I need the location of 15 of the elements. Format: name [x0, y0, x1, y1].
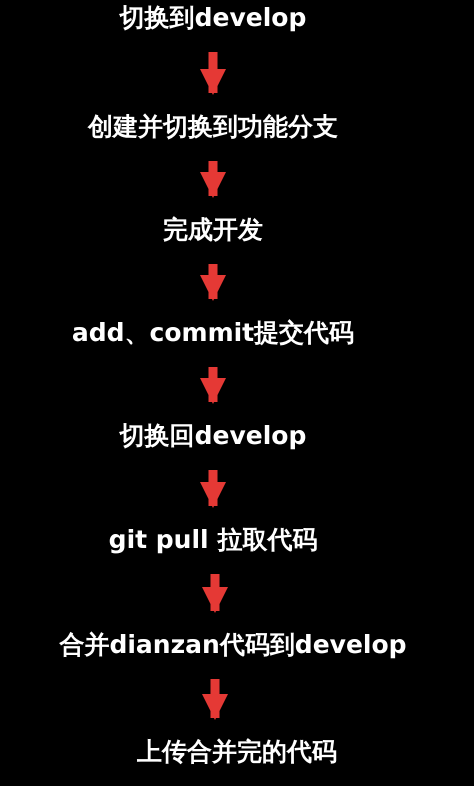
arrow: [200, 470, 226, 508]
step-text: git pull 拉取代码: [104, 506, 322, 574]
step-text: 合并dianzan代码到develop: [55, 611, 411, 679]
step-text: 切换回develop: [116, 402, 310, 470]
step-text: add、commit提交代码: [68, 299, 358, 367]
step-text: 完成开发: [159, 196, 267, 264]
step-text: 创建并切换到功能分支: [84, 93, 342, 161]
arrow: [202, 679, 228, 720]
arrow: [200, 367, 226, 404]
arrow: [200, 264, 226, 301]
arrow: [200, 52, 226, 95]
arrow: [200, 161, 226, 198]
step-text: 切换到develop: [116, 0, 310, 52]
arrow: [202, 574, 228, 613]
step-text: 上传合并完的代码: [133, 718, 341, 786]
